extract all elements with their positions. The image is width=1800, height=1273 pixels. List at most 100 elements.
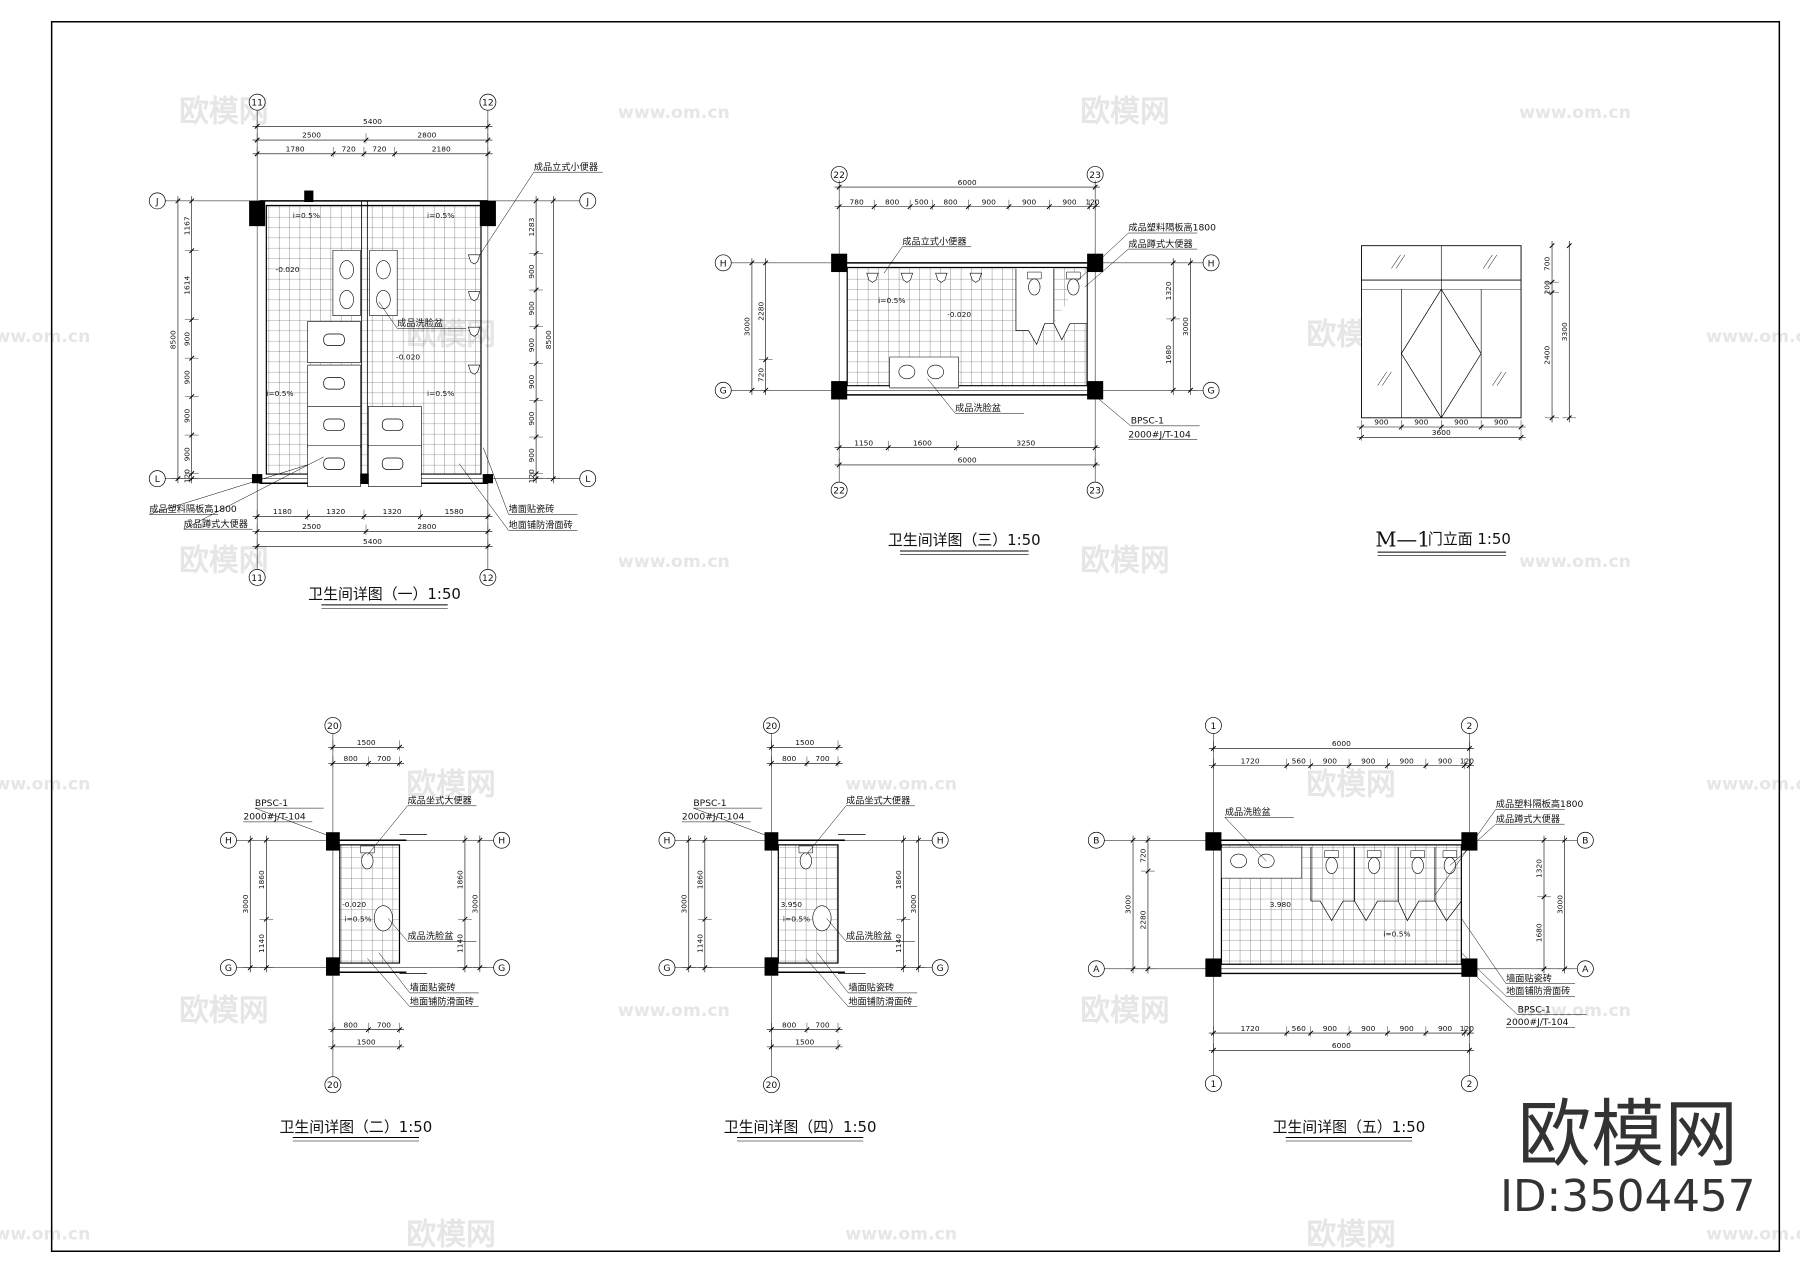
dimension-value: 2280 <box>1139 910 1148 929</box>
dimension-value: 800 <box>344 1020 358 1029</box>
dimension-value: 900 <box>1494 418 1508 427</box>
axis-label: 2 <box>1466 1079 1472 1090</box>
dimension-value: 900 <box>1400 756 1414 765</box>
axis-label: H <box>225 836 232 847</box>
dimension-value: 800 <box>344 754 358 763</box>
axis-bubble <box>1577 832 1593 848</box>
annotation: 地面铺防滑面砖 <box>509 519 573 531</box>
watermark-url: www.om.cn <box>1519 103 1631 123</box>
toilet-tank <box>1367 851 1381 858</box>
axis-label: 23 <box>1089 486 1101 497</box>
dimension-value: 900 <box>1361 1024 1375 1033</box>
annotation: 2000#J/T-104 <box>682 812 745 823</box>
axis-label: 20 <box>327 721 339 732</box>
toilet-tank <box>1066 272 1080 279</box>
leader-line <box>379 302 397 328</box>
leader-line <box>483 448 508 515</box>
axis-bubble <box>580 193 596 209</box>
axis-bubble <box>831 482 847 498</box>
axis-label: 1 <box>1210 721 1216 732</box>
axis-label: H <box>937 836 944 847</box>
door-swing-diamond <box>1401 289 1481 418</box>
axis-label: 11 <box>251 573 263 584</box>
dimension-value: 6000 <box>1332 1041 1351 1050</box>
leader-line <box>827 918 847 941</box>
annotation: 墙面贴瓷砖 <box>848 982 894 994</box>
dimension-value: 5400 <box>363 117 382 126</box>
axis-label: G <box>225 963 232 974</box>
leader-line <box>379 953 410 993</box>
dimension-tick <box>1567 243 1572 248</box>
axis-label: L <box>585 474 591 485</box>
annotation: 地面铺防滑面砖 <box>1506 985 1570 997</box>
door-title-text: 门立面 1:50 <box>1428 530 1511 548</box>
axis-label: A <box>1093 964 1100 975</box>
dimension-value: 1614 <box>182 275 191 294</box>
structural-column <box>251 474 263 484</box>
logo-text: 欧模网 <box>1518 1092 1738 1177</box>
axis-label: 20 <box>766 1080 778 1091</box>
axis-bubble <box>149 193 165 209</box>
glass-hatch <box>1396 255 1405 269</box>
dimension-value: 700 <box>377 754 391 763</box>
level-mark: -0.020 <box>276 265 300 274</box>
squat-toilet <box>382 458 403 469</box>
dimension-value: 1860 <box>456 870 465 889</box>
axis-bubble <box>932 960 948 976</box>
leader-line <box>367 958 409 1006</box>
dimension-tick <box>1562 838 1567 843</box>
axis-label: J <box>585 196 589 207</box>
annotation: 2000#J/T-104 <box>1506 1017 1569 1028</box>
level-mark: i=0.5% <box>266 389 293 398</box>
dimension-value: 3000 <box>241 894 250 913</box>
toilet-bowl <box>1068 279 1079 295</box>
dimension-value: 120 <box>527 469 536 483</box>
watermark-brand: 欧模网 <box>406 767 495 802</box>
annotation: 成品蹲式大便器 <box>184 518 248 530</box>
dimension-value: 700 <box>815 754 829 763</box>
dimension-value: 120 <box>1460 1024 1474 1033</box>
squat-toilet <box>324 458 345 469</box>
axis-bubble <box>1205 1076 1221 1092</box>
axis-bubble <box>763 717 779 733</box>
glass-hatch <box>1488 255 1497 269</box>
dimension-value: 780 <box>850 197 864 206</box>
structural-column <box>1205 832 1222 851</box>
dimension-value: 900 <box>1022 197 1036 206</box>
toilet-bowl <box>1368 857 1379 873</box>
dimension-value: 720 <box>341 145 355 154</box>
watermark-url: www.om.cn <box>1519 1001 1631 1021</box>
drawing-title: 卫生间详图（五）1:50 <box>1272 1118 1425 1136</box>
dimension-tick <box>248 838 253 843</box>
level-mark: -0.020 <box>396 352 420 361</box>
annotation: 地面铺防滑面砖 <box>410 995 474 1007</box>
axis-label: G <box>937 963 944 974</box>
glass-hatch <box>1483 255 1492 269</box>
dimension-value: 3000 <box>1124 895 1133 914</box>
annotation: 2000#J/T-104 <box>243 812 306 823</box>
dimension-value: 3000 <box>743 317 752 336</box>
dimension-tick <box>463 838 468 843</box>
dimension-tick <box>478 838 483 843</box>
structural-column <box>1205 958 1222 977</box>
toilet-tank <box>1443 851 1457 858</box>
axis-bubble <box>220 832 236 848</box>
axis-bubble <box>1203 255 1219 271</box>
watermark-brand: 欧模网 <box>406 1217 495 1252</box>
dimension-value: 3600 <box>1432 428 1451 437</box>
leader-line <box>1435 809 1496 895</box>
level-mark: i=0.5% <box>427 211 454 220</box>
dimension-value: 500 <box>914 197 928 206</box>
dimension-value: 3000 <box>471 894 480 913</box>
axis-label: H <box>720 258 727 269</box>
wash-basin <box>899 365 915 379</box>
toilet-bowl <box>1326 857 1337 873</box>
watermark-url: www.om.cn <box>0 775 90 795</box>
leader-line <box>806 958 848 1006</box>
drawing-title: 卫生间详图（三）1:50 <box>888 531 1041 549</box>
dimension-tick <box>176 199 181 204</box>
dimension-value: 8500 <box>544 330 553 349</box>
